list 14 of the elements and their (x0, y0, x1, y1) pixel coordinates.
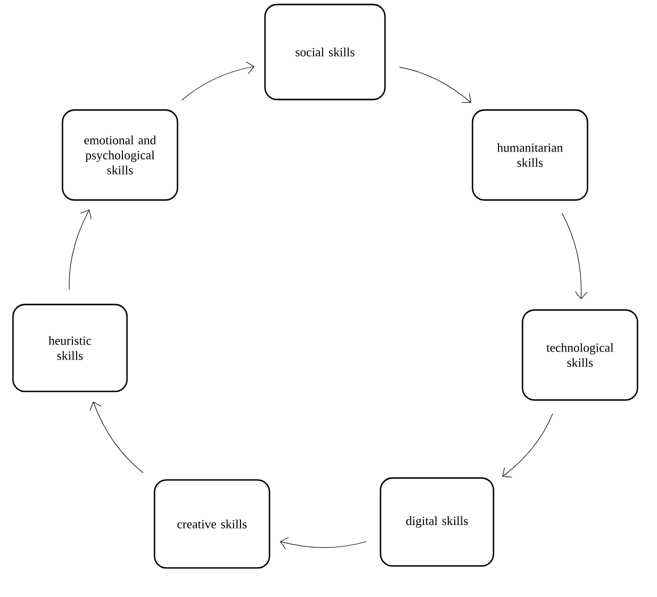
skill-box: heuristic skills (12, 304, 128, 392)
arrow (182, 62, 254, 100)
arrow (90, 402, 144, 474)
arrow (399, 66, 472, 103)
arrow (280, 537, 367, 550)
skill-box: technological skills (522, 309, 638, 401)
arrow (68, 209, 92, 290)
arrow (502, 413, 553, 478)
skill-box: digital skills (380, 477, 494, 567)
skill-box: creative skills (154, 479, 270, 569)
skill-box: emotional and psychological skills (62, 109, 178, 201)
skill-box: social skills (264, 4, 386, 100)
arrow (562, 212, 588, 300)
skill-box: humanitarian skills (472, 109, 588, 201)
